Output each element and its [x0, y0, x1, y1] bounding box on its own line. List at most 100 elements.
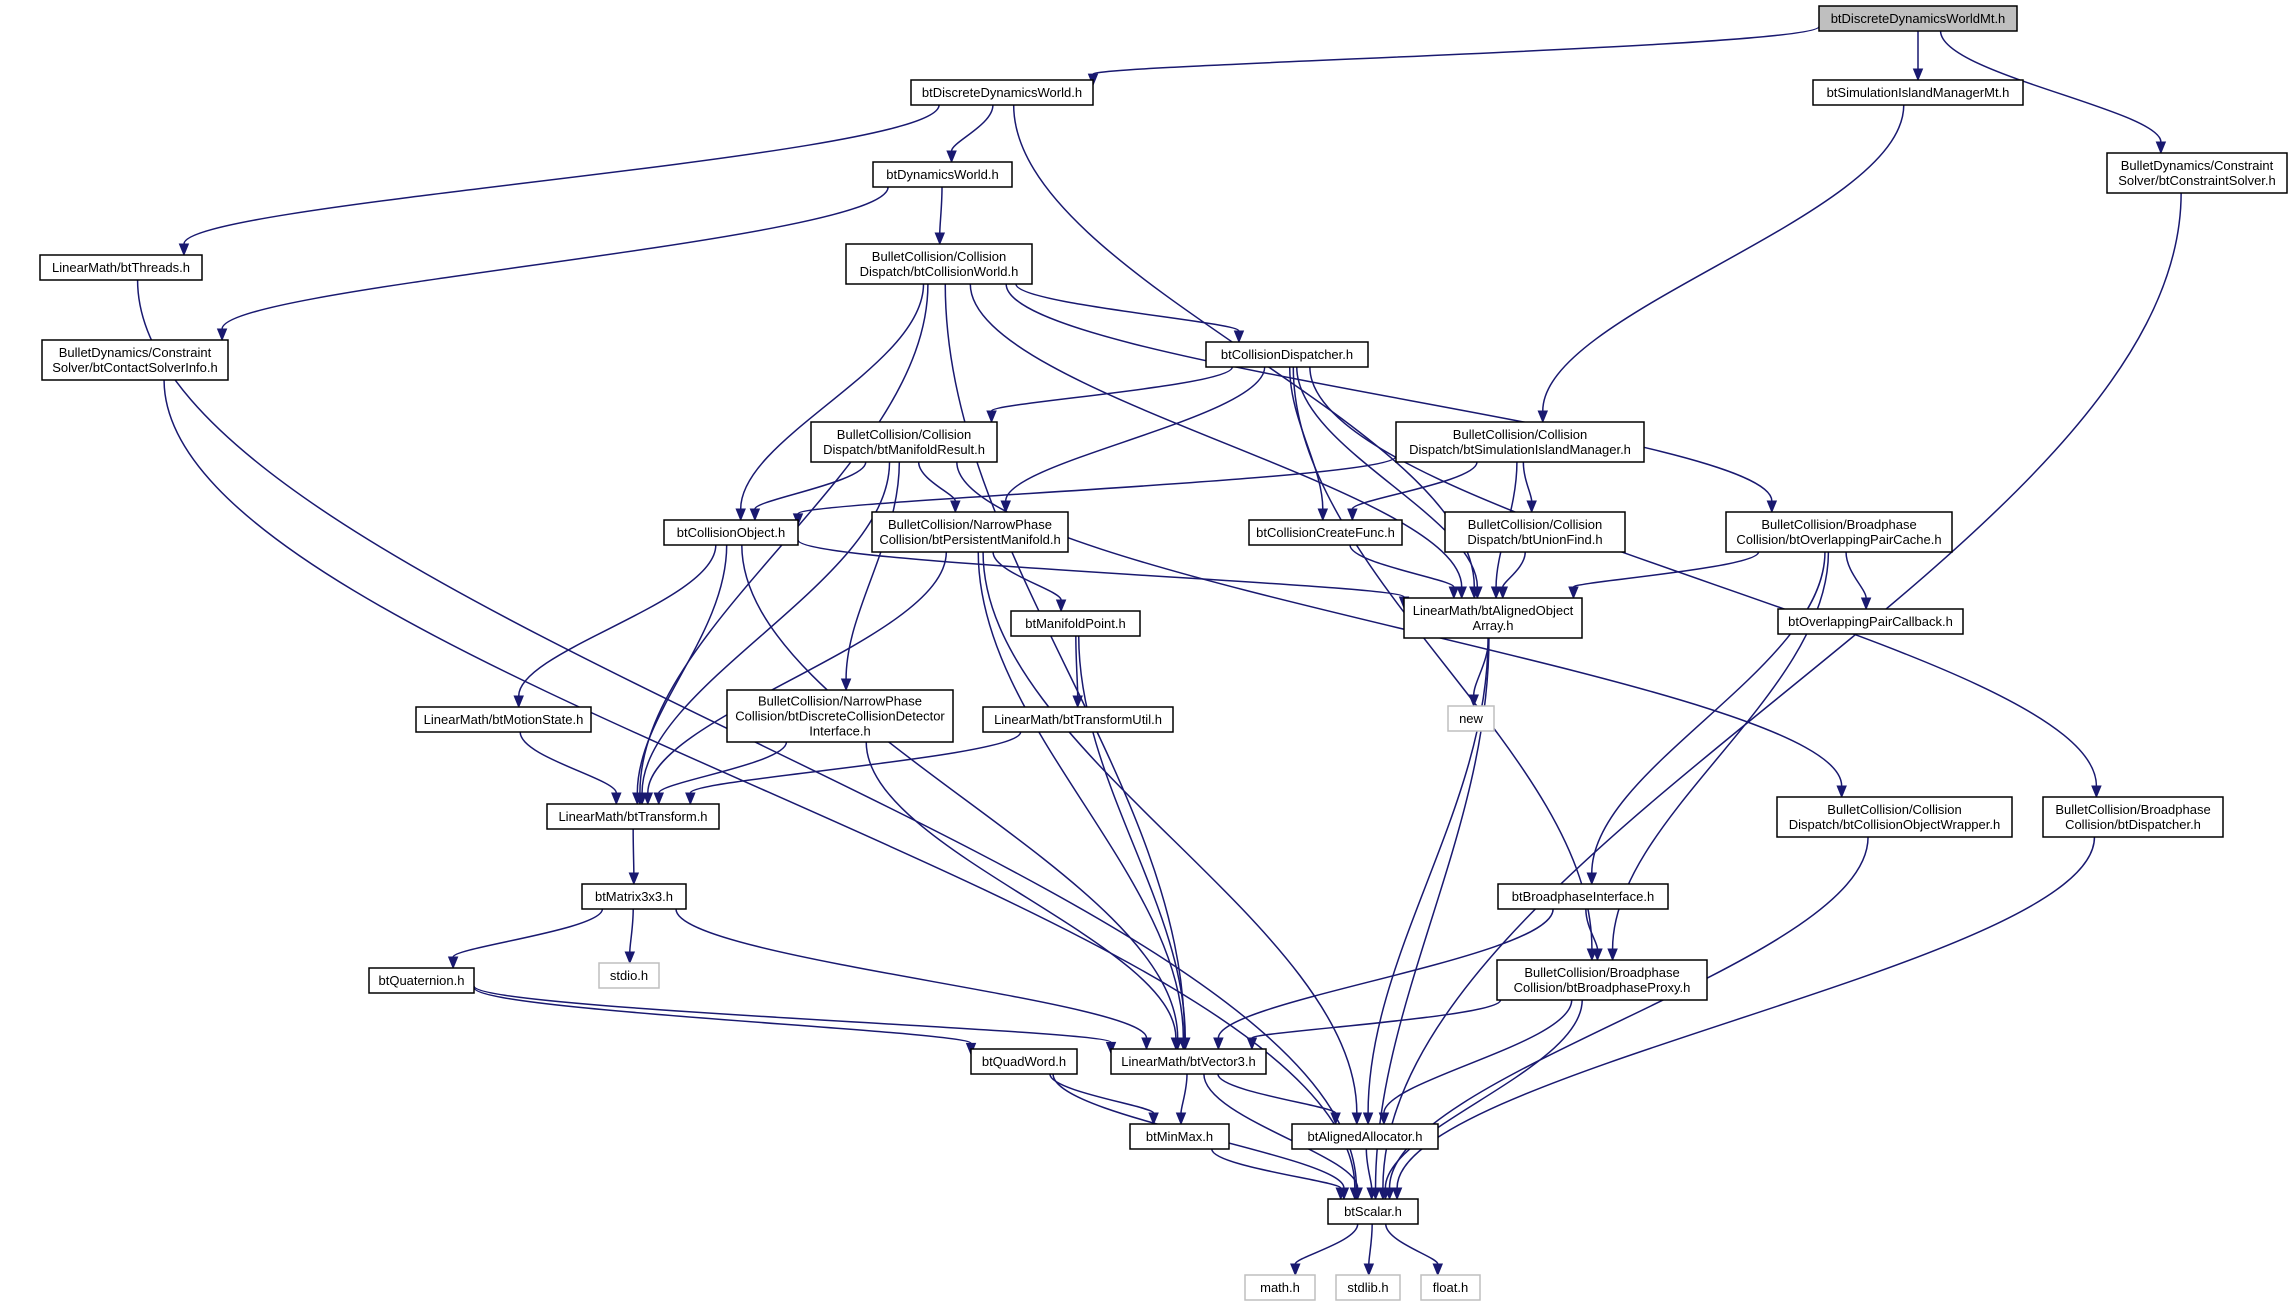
- node-tu[interactable]: LinearMath/btTransformUtil.h: [982, 706, 1174, 733]
- node-label-m3: btMatrix3x3.h: [595, 889, 673, 904]
- node-box-bp: [1496, 959, 1708, 1001]
- node-bp[interactable]: BulletCollision/BroadphaseCollision/btBr…: [1496, 959, 1708, 1001]
- node-cd[interactable]: btCollisionDispatcher.h: [1205, 341, 1369, 368]
- node-scalar[interactable]: btScalar.h: [1327, 1198, 1419, 1225]
- node-label-mp: btManifoldPoint.h: [1025, 616, 1125, 631]
- dependency-edge-pm-to-aa: [982, 551, 1358, 1114]
- node-tf[interactable]: LinearMath/btTransform.h: [546, 803, 720, 830]
- dependency-edge-bp-to-v3: [1251, 999, 1502, 1039]
- node-label-stdlib: stdlib.h: [1347, 1280, 1388, 1295]
- node-box-dw: [872, 161, 1013, 188]
- node-ms[interactable]: LinearMath/btMotionState.h: [415, 706, 592, 733]
- node-cow[interactable]: BulletCollision/CollisionDispatch/btColl…: [1776, 796, 2013, 838]
- node-opcb[interactable]: btOverlappingPairCallback.h: [1777, 608, 1964, 635]
- node-minmax[interactable]: btMinMax.h: [1129, 1123, 1230, 1150]
- node-box-cd: [1205, 341, 1369, 368]
- dependency-arrowhead-cw-to-aoa: [1456, 586, 1467, 600]
- node-box-dcdi: [726, 689, 954, 743]
- dependency-edge-ms-to-tf: [519, 731, 618, 794]
- node-box-cw: [845, 243, 1033, 285]
- node-mp[interactable]: btManifoldPoint.h: [1010, 610, 1141, 637]
- node-label-pm: Collision/btPersistentManifold.h: [879, 532, 1060, 547]
- node-ddw[interactable]: btDiscreteDynamicsWorld.h: [910, 79, 1094, 106]
- dependency-edge-opc-to-opcb: [1845, 551, 1867, 599]
- node-box-uf: [1444, 511, 1626, 553]
- node-label-csi: BulletDynamics/Constraint: [59, 345, 212, 360]
- node-box-ms: [415, 706, 592, 733]
- dependency-edge-co-to-aoa: [797, 539, 1405, 598]
- node-csi[interactable]: BulletDynamics/ConstraintSolver/btContac…: [41, 339, 229, 381]
- dependency-edge-scalar-to-math: [1294, 1223, 1359, 1265]
- dependency-edge-bp-to-scalar: [1384, 999, 1583, 1189]
- node-label-sim: BulletCollision/Collision: [1453, 427, 1587, 442]
- dependency-arrowhead-mp-to-v3: [1180, 1037, 1191, 1051]
- node-label-dcdi: BulletCollision/NarrowPhase: [758, 694, 922, 709]
- dependency-edge-ccf-to-aoa: [1349, 544, 1455, 588]
- node-bi[interactable]: btBroadphaseInterface.h: [1497, 883, 1669, 910]
- node-cw[interactable]: BulletCollision/CollisionDispatch/btColl…: [845, 243, 1033, 285]
- dependency-arrowhead-opc-to-aoa: [1568, 586, 1579, 600]
- dependency-arrowhead-aoa-to-aa: [1362, 1112, 1374, 1126]
- node-threads[interactable]: LinearMath/btThreads.h: [39, 254, 203, 281]
- node-uf[interactable]: BulletCollision/CollisionDispatch/btUnio…: [1444, 511, 1626, 553]
- node-opc[interactable]: BulletCollision/BroadphaseCollision/btOv…: [1725, 511, 1953, 553]
- dependency-arrowhead-m3-to-quat: [447, 956, 459, 970]
- dependency-arrowhead-v3-to-scalar: [1352, 1187, 1363, 1201]
- dependency-arrowhead-cd-to-pm: [1000, 500, 1011, 514]
- dependency-arrowhead-scalar-to-stdlib: [1363, 1263, 1375, 1277]
- edge-layer: [136, 25, 2182, 1277]
- node-aa[interactable]: btAlignedAllocator.h: [1291, 1123, 1439, 1150]
- dependency-edge-sim-to-uf: [1522, 461, 1533, 502]
- node-cs[interactable]: BulletDynamics/ConstraintSolver/btConstr…: [2106, 152, 2288, 194]
- node-math: math.h: [1244, 1274, 1316, 1301]
- node-sim_mt[interactable]: btSimulationIslandManagerMt.h: [1812, 79, 2024, 106]
- node-label-aa: btAlignedAllocator.h: [1308, 1129, 1423, 1144]
- dependency-edge-opc-to-aoa: [1572, 551, 1760, 588]
- dependency-arrowhead-mr-to-pm: [950, 500, 961, 514]
- node-qw[interactable]: btQuadWord.h: [970, 1048, 1078, 1075]
- node-label-threads: LinearMath/btThreads.h: [52, 260, 190, 275]
- dependency-edge-cd-to-disp: [1309, 366, 2098, 787]
- node-mr[interactable]: BulletCollision/CollisionDispatch/btMani…: [810, 421, 998, 463]
- node-dcdi[interactable]: BulletCollision/NarrowPhaseCollision/btD…: [726, 689, 954, 743]
- node-label-bp: Collision/btBroadphaseProxy.h: [1514, 980, 1691, 995]
- node-m3[interactable]: btMatrix3x3.h: [581, 883, 687, 910]
- dependency-arrowhead-tf-to-m3: [628, 872, 640, 886]
- node-dw[interactable]: btDynamicsWorld.h: [872, 161, 1013, 188]
- node-label-bp: BulletCollision/Broadphase: [1524, 965, 1679, 980]
- node-quat[interactable]: btQuaternion.h: [368, 967, 475, 994]
- node-label-uf: BulletCollision/Collision: [1468, 517, 1602, 532]
- node-label-minmax: btMinMax.h: [1146, 1129, 1213, 1144]
- dependency-arrowhead-mr-to-cow: [1836, 785, 1847, 799]
- dependency-arrowhead-pm-to-tf: [642, 792, 654, 806]
- node-box-bi: [1497, 883, 1669, 910]
- node-disp[interactable]: BulletCollision/BroadphaseCollision/btDi…: [2042, 796, 2224, 838]
- node-ccf[interactable]: btCollisionCreateFunc.h: [1248, 519, 1403, 546]
- dependency-edge-co-to-tf: [636, 544, 728, 794]
- node-v3[interactable]: LinearMath/btVector3.h: [1110, 1048, 1267, 1075]
- node-label-opc: Collision/btOverlappingPairCache.h: [1736, 532, 1941, 547]
- dependency-edge-ddw-to-threads: [183, 104, 940, 245]
- node-root[interactable]: btDiscreteDynamicsWorldMt.h: [1818, 5, 2018, 32]
- dependency-arrowhead-mp-to-tu: [1072, 695, 1083, 709]
- node-box-root: [1818, 5, 2018, 32]
- node-box-opcb: [1777, 608, 1964, 635]
- dependency-edge-sim_mt-to-sim: [1542, 104, 1905, 412]
- node-pm[interactable]: BulletCollision/NarrowPhaseCollision/btP…: [871, 511, 1069, 553]
- dependency-edge-co-to-v3: [741, 544, 1179, 1039]
- dependency-edge-qw-to-minmax: [1049, 1073, 1155, 1114]
- dependency-arrowhead-bi-to-bp: [1592, 948, 1603, 962]
- dependency-arrowhead-cd-to-mr: [986, 410, 997, 424]
- node-sim[interactable]: BulletCollision/CollisionDispatch/btSimu…: [1395, 421, 1645, 463]
- node-label-cs: Solver/btConstraintSolver.h: [2118, 173, 2276, 188]
- dependency-edge-mr-to-tf: [641, 461, 891, 794]
- node-co[interactable]: btCollisionObject.h: [663, 519, 799, 546]
- dependency-edge-m3-to-quat: [452, 908, 604, 958]
- node-float: float.h: [1420, 1274, 1481, 1301]
- node-box-opc: [1725, 511, 1953, 553]
- node-box-mp: [1010, 610, 1141, 637]
- dependency-edge-cd-to-mr: [990, 366, 1234, 412]
- node-label-co: btCollisionObject.h: [677, 525, 785, 540]
